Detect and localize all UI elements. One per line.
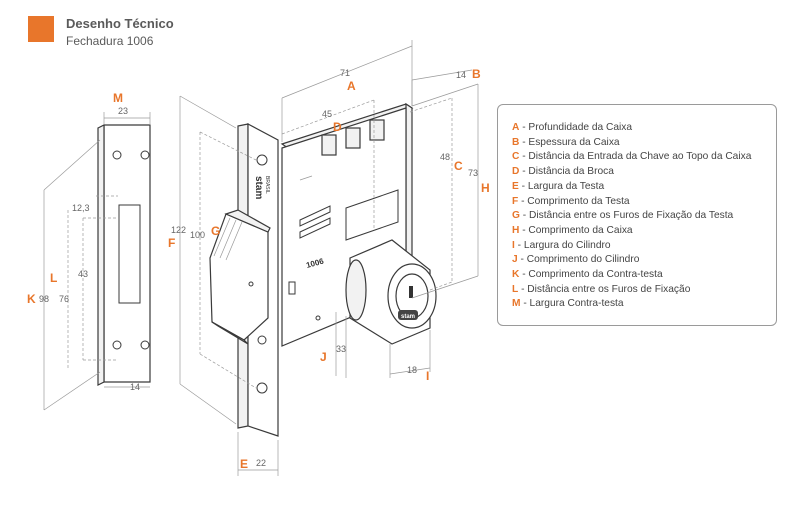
dim-value-l: 76 (59, 294, 69, 304)
dim-value-l-inner: 43 (78, 269, 88, 279)
legend-key: D (512, 166, 520, 178)
legend-key: M (512, 298, 521, 310)
dim-letter-j: J (320, 350, 327, 364)
legend-item: E - Largura da Testa (512, 180, 776, 195)
legend-label: - Espessura da Caixa (519, 136, 620, 148)
legend-label: - Largura da Testa (518, 180, 605, 192)
dim-value-g: 100 (190, 230, 205, 240)
dim-letter-m: M (113, 91, 123, 105)
dim-value-f: 122 (171, 225, 186, 235)
legend-label: - Distância da Entrada da Chave ao Topo … (519, 151, 752, 163)
legend-item: B - Espessura da Caixa (512, 136, 776, 151)
page-title: Desenho Técnico (66, 16, 174, 31)
legend-item: I - Largura do Cilindro (512, 239, 776, 254)
dim-letter-b: B (472, 67, 481, 81)
dim-letter-e: E (240, 457, 248, 471)
legend-label: - Distância da Broca (519, 166, 614, 178)
legend-key: B (512, 136, 520, 148)
legend-item: K - Comprimento da Contra-testa (512, 268, 776, 283)
cylinder: stam (345, 239, 437, 345)
legend-label: - Comprimento da Caixa (519, 224, 633, 236)
dim-letter-g: G (211, 224, 220, 238)
dim-value-strike-width: 14 (130, 382, 140, 392)
dim-value-e: 22 (256, 458, 266, 468)
legend-item: L - Distância entre os Furos de Fixação (512, 283, 776, 298)
cylinder-brand: stam (401, 314, 415, 320)
legend-item: M - Largura Contra-testa (512, 297, 776, 312)
legend-key: L (512, 283, 519, 295)
dim-letter-h: H (481, 181, 490, 195)
latch-bolt (209, 209, 271, 345)
legend-key: K (512, 269, 520, 281)
legend-label: - Profundidade da Caixa (519, 122, 633, 133)
legend-label: - Distância entre os Furos de Fixação (518, 283, 691, 295)
dim-letter-l: L (50, 271, 57, 285)
faceplate-country: BRASIL (264, 176, 270, 194)
legend-key: G (512, 210, 520, 222)
legend-item: J - Comprimento do Cilindro (512, 253, 776, 268)
legend-label: - Distância entre os Furos de Fixação da… (519, 210, 734, 222)
legend-label: - Largura do Cilindro (514, 239, 611, 251)
dim-value-h: 73 (468, 168, 478, 178)
legend-key: E (512, 180, 519, 192)
dim-value-j: 33 (336, 344, 346, 354)
dim-value-top-offset: 12,3 (72, 203, 90, 213)
dim-value-m: 23 (118, 106, 128, 116)
dim-value-a: 71 (340, 68, 350, 78)
dim-letter-a: A (347, 79, 356, 93)
legend-item: A - Profundidade da Caixa (512, 121, 776, 136)
legend-key: C (512, 151, 520, 163)
legend-key: J (512, 254, 518, 266)
dim-letter-c: C (454, 159, 463, 173)
legend-item: G - Distância entre os Furos de Fixação … (512, 209, 776, 224)
legend-item: F - Comprimento da Testa (512, 195, 776, 210)
dim-letter-d: D (333, 120, 342, 134)
legend-item: H - Comprimento da Caixa (512, 224, 776, 239)
brand-swatch (28, 16, 54, 42)
dim-letter-k: K (27, 292, 36, 306)
page-subtitle: Fechadura 1006 (66, 34, 154, 48)
faceplate-brand: stam (253, 176, 264, 199)
legend-key: A (512, 122, 520, 133)
legend-label: - Comprimento da Contra-testa (519, 269, 663, 281)
dim-value-c: 48 (440, 152, 450, 162)
legend-item: C - Distância da Entrada da Chave ao Top… (512, 150, 776, 165)
dim-letter-f: F (168, 236, 175, 250)
legend-item: D - Distância da Broca (512, 165, 776, 180)
dim-value-d: 45 (322, 109, 332, 119)
legend-key: H (512, 224, 520, 236)
legend-label: - Largura Contra-testa (520, 298, 624, 310)
legend-label: - Comprimento da Testa (518, 195, 630, 207)
dim-value-k: 98 (39, 294, 49, 304)
legend-key: F (512, 195, 519, 207)
dim-value-i: 18 (407, 365, 417, 375)
dim-value-b: 14 (456, 70, 466, 80)
dim-letter-i: I (426, 369, 429, 383)
strike-plate (97, 124, 151, 386)
legend-label: - Comprimento do Cilindro (517, 254, 640, 266)
legend-key: I (512, 239, 515, 251)
